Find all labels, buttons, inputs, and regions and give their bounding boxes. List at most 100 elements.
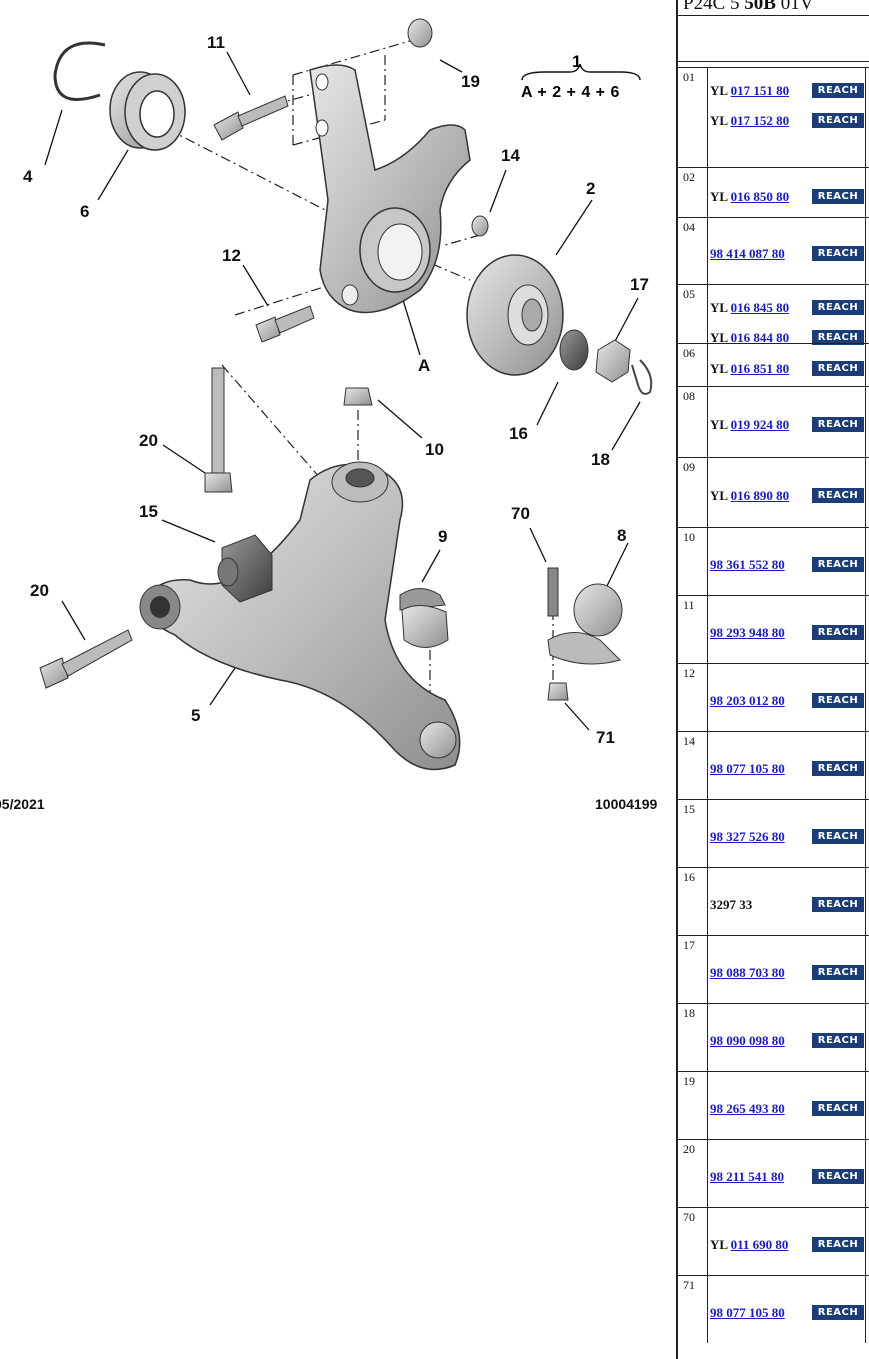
callout-18: 18 [591, 450, 610, 469]
column-divider [707, 1275, 708, 1343]
column-divider [865, 663, 866, 731]
column-divider [707, 1071, 708, 1139]
callout-20-top: 20 [139, 431, 158, 450]
callout-4: 4 [23, 167, 33, 186]
part-reference-link[interactable]: 019 924 80 [730, 417, 790, 433]
column-divider [865, 457, 866, 527]
column-divider [865, 343, 866, 386]
nut-part-14 [471, 215, 489, 237]
reach-badge: REACH [812, 964, 864, 980]
part-prefix: YL [710, 361, 728, 377]
row-divider [678, 935, 869, 936]
row-divider [678, 595, 869, 596]
column-divider [865, 731, 866, 799]
reach-badge: REACH [812, 487, 864, 503]
part-reference-link[interactable]: 98 088 703 80 [710, 964, 785, 980]
row-number: 16 [683, 870, 695, 884]
diagram-date: 05/2021 [0, 796, 45, 812]
column-divider [865, 167, 866, 217]
nut-part-10 [343, 387, 373, 406]
column-divider [707, 935, 708, 1003]
row-number: 06 [683, 346, 695, 360]
part-prefix: YL [710, 1236, 728, 1252]
column-divider [865, 1275, 866, 1343]
title-suffix: 01V [780, 0, 814, 14]
bushing-part-15 [217, 534, 273, 603]
column-divider [865, 935, 866, 1003]
column-divider [865, 799, 866, 867]
part-reference-link[interactable]: 016 890 80 [730, 487, 790, 503]
row-divider [678, 386, 869, 387]
callout-70: 70 [511, 504, 530, 523]
part-reference-link[interactable]: 98 265 493 80 [710, 1100, 785, 1116]
part-reference-link[interactable]: 016 851 80 [730, 361, 790, 377]
column-divider [707, 595, 708, 663]
assembly-line [234, 284, 331, 316]
part-reference-link[interactable]: 016 844 80 [730, 330, 790, 345]
part-number: 98 293 948 80 [710, 625, 785, 641]
column-divider [707, 284, 708, 343]
column-divider [707, 386, 708, 457]
part-number: YL 017 151 80 [710, 83, 789, 99]
part-reference-link[interactable]: 016 845 80 [730, 300, 790, 315]
part-number: 98 203 012 80 [710, 693, 785, 709]
callout-10: 10 [425, 440, 444, 459]
part-number: 98 077 105 80 [710, 1305, 785, 1321]
reach-badge: REACH [812, 113, 864, 128]
row-number: 18 [683, 1006, 695, 1020]
row-divider [678, 457, 869, 458]
nut-part-19 [407, 18, 433, 48]
part-reference-link[interactable]: 98 361 552 80 [710, 556, 785, 572]
castle-nut-part-17 [595, 339, 631, 383]
row-divider [678, 731, 869, 732]
part-number: YL 016 851 80 [710, 361, 789, 377]
part-reference-link[interactable]: 017 151 80 [730, 83, 790, 98]
row-number: 15 [683, 802, 695, 816]
column-divider [707, 1139, 708, 1207]
callout-19: 19 [461, 72, 480, 91]
part-reference-link[interactable]: 98 327 526 80 [710, 828, 785, 844]
part-reference-link[interactable]: 98 414 087 80 [710, 246, 785, 262]
title-bold: 50B [744, 0, 776, 14]
row-divider [678, 167, 869, 168]
reach-badge: REACH [812, 246, 864, 262]
callout-1: 1 [572, 52, 582, 71]
diagram-reference: 10004199 [595, 796, 658, 812]
part-reference-link[interactable]: 017 152 80 [730, 113, 790, 128]
column-divider [865, 527, 866, 595]
washer-part-16 [559, 329, 589, 371]
steering-knuckle-part-A [309, 64, 471, 314]
row-divider [678, 663, 869, 664]
column-divider [865, 1139, 866, 1207]
row-divider [678, 284, 869, 285]
part-reference-link[interactable]: 016 850 80 [730, 188, 790, 204]
part-reference-link[interactable]: 98 293 948 80 [710, 624, 785, 640]
row-divider [678, 1071, 869, 1072]
part-number: 98 361 552 80 [710, 557, 785, 573]
row-divider [678, 217, 869, 218]
part-reference-link[interactable]: 98 090 098 80 [710, 1032, 785, 1048]
part-number: YL 016 845 80 [710, 300, 789, 316]
part-reference-link[interactable]: 98 077 105 80 [710, 760, 785, 776]
part-reference-link[interactable]: 98 077 105 80 [710, 1304, 785, 1320]
part-reference-link[interactable]: 011 690 80 [730, 1236, 789, 1252]
clamp-part-9 [399, 588, 449, 648]
assembly-formula: A + 2 + 4 + 6 [521, 84, 620, 101]
reach-badge: REACH [812, 624, 864, 640]
divider [678, 15, 869, 16]
column-divider [865, 867, 866, 935]
bolt-part-20-horizontal [39, 629, 133, 689]
part-number: 98 088 703 80 [710, 965, 785, 981]
callout-12: 12 [222, 246, 241, 265]
row-number: 19 [683, 1074, 695, 1088]
callout-2: 2 [586, 179, 596, 198]
part-number: 3297 33 [710, 897, 752, 913]
row-divider [678, 1003, 869, 1004]
part-prefix: YL [710, 113, 728, 128]
row-divider [678, 799, 869, 800]
part-number: YL 016 850 80 [710, 189, 789, 205]
column-divider [865, 595, 866, 663]
part-reference-link[interactable]: 98 203 012 80 [710, 692, 785, 708]
reach-badge: REACH [812, 828, 864, 844]
part-reference-link[interactable]: 98 211 541 80 [710, 1168, 785, 1184]
